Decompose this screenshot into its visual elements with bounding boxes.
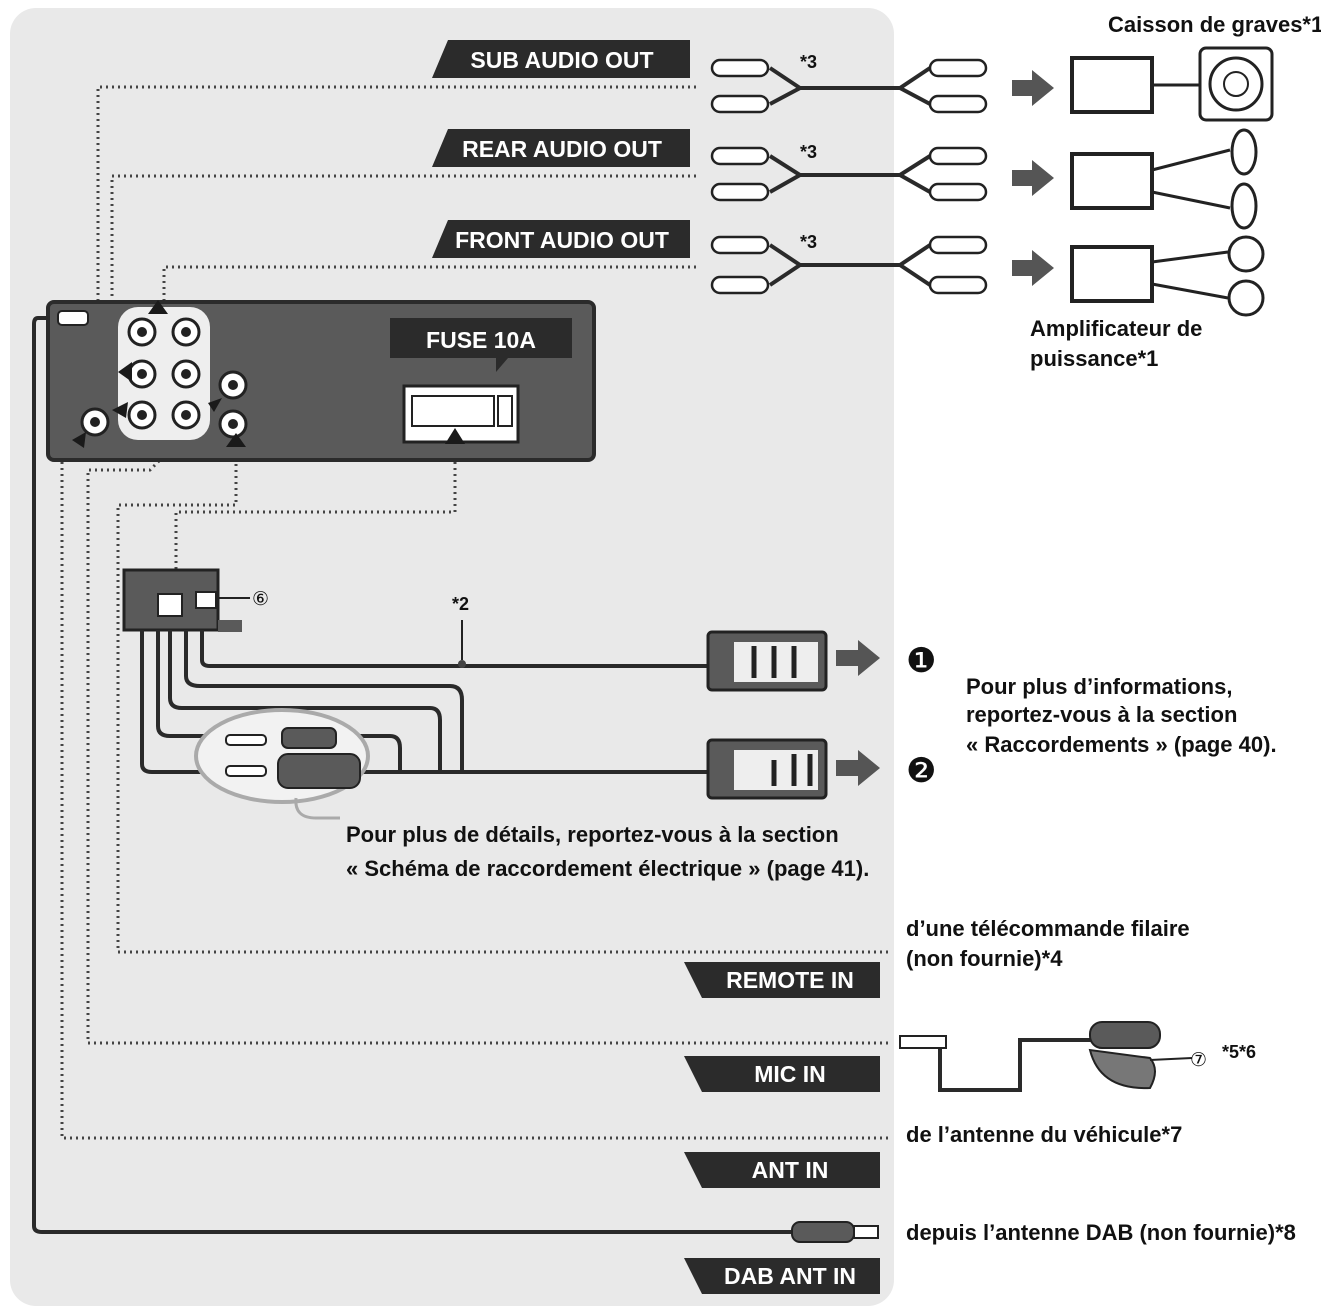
subwoofer-amplifier: [1070, 46, 1274, 122]
wiring-harness: [122, 568, 828, 820]
svg-text:ANT IN: ANT IN: [752, 1157, 829, 1183]
dab-antenna-line: [32, 316, 879, 1243]
dab-antenna-note: depuis l’antenne DAB (non fournie)*8: [906, 1220, 1296, 1245]
label-ant-in: ANT IN: [684, 1152, 880, 1188]
vehicle-antenna-note: de l’antenne du véhicule*7: [906, 1122, 1182, 1147]
label-rear-audio-out: REAR AUDIO OUT: [432, 129, 690, 167]
label-fuse: FUSE 10A: [390, 318, 572, 372]
subwoofer-label: Caisson de graves*1: [1108, 12, 1321, 37]
label-mic-in: MIC IN: [684, 1056, 880, 1092]
note-star3-sub: *3: [800, 52, 817, 72]
callout-6: ⑥: [252, 589, 269, 610]
callout-7: ⑦: [1190, 1050, 1207, 1071]
svg-text:FUSE 10A: FUSE 10A: [426, 327, 536, 353]
connections-note-1: Pour plus d’informations,: [966, 674, 1232, 699]
label-remote-in: REMOTE IN: [684, 962, 880, 998]
device-arrows: [836, 70, 1054, 786]
remote-note-1: d’une télécommande filaire: [906, 916, 1190, 941]
svg-text:REAR AUDIO OUT: REAR AUDIO OUT: [462, 136, 662, 162]
connections-note-3: « Raccordements » (page 40).: [966, 732, 1277, 757]
mic-note: *5*6: [1222, 1042, 1256, 1062]
wiring-note-2: « Schéma de raccordement électrique » (p…: [346, 856, 869, 881]
microphone: [899, 1021, 1193, 1092]
connections-note-2: reportez-vous à la section: [966, 702, 1237, 727]
note-star2: *2: [452, 594, 469, 614]
amplifier-label-2: puissance*1: [1030, 346, 1158, 371]
rear-amplifier: [1070, 128, 1258, 230]
note-star3-rear: *3: [800, 142, 817, 162]
bullet-1: ❶: [906, 642, 936, 680]
note-star3-front: *3: [800, 232, 817, 252]
label-dab-ant-in: DAB ANT IN: [684, 1258, 880, 1294]
amplifier-label-1: Amplificateur de: [1030, 316, 1202, 341]
fuse-socket: [402, 384, 520, 444]
svg-text:SUB AUDIO OUT: SUB AUDIO OUT: [470, 47, 653, 73]
front-amplifier: [1070, 235, 1265, 317]
svg-text:DAB ANT IN: DAB ANT IN: [724, 1263, 856, 1289]
label-front-audio-out: FRONT AUDIO OUT: [432, 220, 690, 258]
svg-text:REMOTE IN: REMOTE IN: [726, 967, 854, 993]
rca-cable-sets: [710, 58, 988, 295]
svg-text:MIC IN: MIC IN: [754, 1061, 826, 1087]
wiring-note-1: Pour plus de détails, reportez-vous à la…: [346, 822, 839, 847]
remote-note-2: (non fournie)*4: [906, 946, 1063, 971]
svg-text:FRONT AUDIO OUT: FRONT AUDIO OUT: [455, 227, 669, 253]
bullet-2: ❷: [906, 752, 936, 790]
rca-jacks: [80, 317, 248, 439]
label-sub-audio-out: SUB AUDIO OUT: [432, 40, 690, 78]
